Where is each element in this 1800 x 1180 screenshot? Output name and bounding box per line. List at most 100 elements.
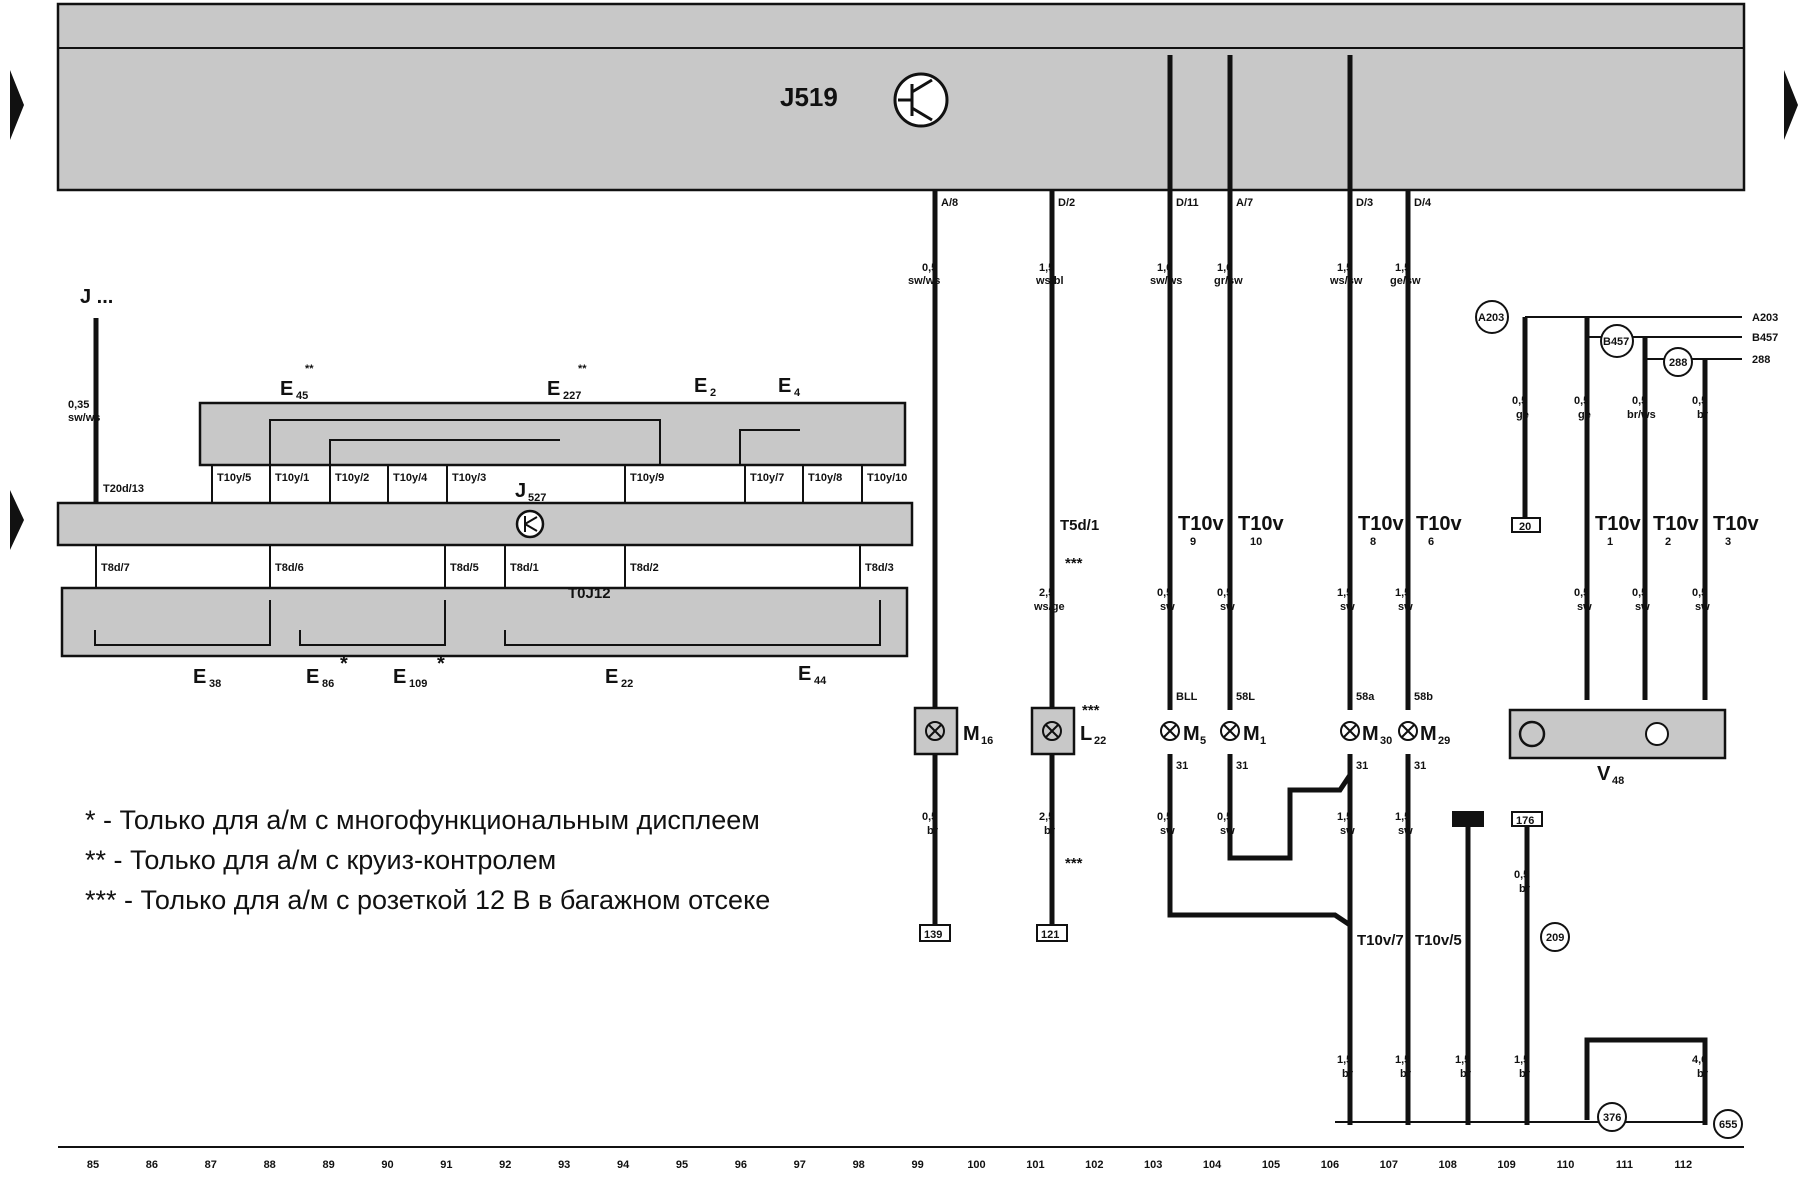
ground-bus: A203 B457 288 A203 B457 288 xyxy=(1475,300,1778,700)
svg-text:86: 86 xyxy=(322,678,334,690)
svg-text:ge: ge xyxy=(1516,409,1529,421)
svg-text:E: E xyxy=(605,666,618,688)
svg-text:sw: sw xyxy=(1398,601,1413,613)
svg-text:2,5: 2,5 xyxy=(1039,811,1054,823)
svg-text:br: br xyxy=(1519,1068,1531,1080)
svg-text:sw/ws: sw/ws xyxy=(1150,275,1182,287)
path-number: 95 xyxy=(676,1159,688,1171)
svg-text:44: 44 xyxy=(814,675,827,687)
svg-text:T10v: T10v xyxy=(1416,513,1462,535)
mid-wire-labels: 2,5 ws/ge 0,5 sw 0,5 sw 1,5 sw 1,5 sw 0,… xyxy=(1033,587,1710,613)
path-number: 92 xyxy=(499,1159,511,1171)
svg-text:1,5: 1,5 xyxy=(1395,811,1410,823)
svg-text:B457: B457 xyxy=(1603,336,1629,348)
lower-connectors: T10v/7 T10v/5 xyxy=(1357,932,1462,949)
svg-text:0,5: 0,5 xyxy=(1512,395,1527,407)
svg-text:sw: sw xyxy=(1340,825,1355,837)
svg-text:br/ws: br/ws xyxy=(1627,409,1656,421)
svg-text:T10v: T10v xyxy=(1358,513,1404,535)
path-number: 103 xyxy=(1144,1159,1162,1171)
svg-text:A/8: A/8 xyxy=(941,197,958,209)
inner-connector-label: T0J12 xyxy=(568,585,611,602)
svg-text:1,0: 1,0 xyxy=(1217,262,1232,274)
lower-wire-labels: 0,5 br 2,5 br 0,5 sw 0,5 sw 1,5 sw 1,5 s… xyxy=(922,811,1531,895)
svg-text:4: 4 xyxy=(794,387,801,399)
path-number: 109 xyxy=(1497,1159,1515,1171)
svg-text:58b: 58b xyxy=(1414,691,1433,703)
svg-text:T8d/3: T8d/3 xyxy=(865,562,894,574)
svg-text:br: br xyxy=(1044,825,1056,837)
svg-text:1,5: 1,5 xyxy=(1337,811,1352,823)
bottom-boxes: 139 121 176 xyxy=(919,811,1543,942)
svg-text:1,5: 1,5 xyxy=(1395,587,1410,599)
svg-text:31: 31 xyxy=(1356,760,1368,772)
svg-text:0,5: 0,5 xyxy=(1217,587,1232,599)
svg-text:T10y/9: T10y/9 xyxy=(630,472,664,484)
path-number: 107 xyxy=(1380,1159,1398,1171)
svg-text:br: br xyxy=(1400,1068,1412,1080)
lamps-m5-m1-m30-m29: M 5 M 1 M 30 M 29 BLL 58L 58a 58b 31 31 … xyxy=(1160,691,1450,772)
svg-text:A203: A203 xyxy=(1478,312,1504,324)
svg-text:E: E xyxy=(547,378,560,400)
path-number: 89 xyxy=(322,1159,334,1171)
svg-text:0,5: 0,5 xyxy=(922,811,937,823)
svg-text:ws/bl: ws/bl xyxy=(1035,275,1064,287)
svg-text:T5d/1: T5d/1 xyxy=(1060,517,1099,534)
svg-text:58a: 58a xyxy=(1356,691,1375,703)
svg-text:227: 227 xyxy=(563,390,581,402)
svg-text:T10v/5: T10v/5 xyxy=(1415,932,1462,949)
svg-text:sw: sw xyxy=(1220,825,1235,837)
j519-wires xyxy=(932,55,1411,710)
svg-text:288: 288 xyxy=(1669,357,1687,369)
path-number: 105 xyxy=(1262,1159,1280,1171)
svg-text:T10y/1: T10y/1 xyxy=(275,472,309,484)
path-number: 86 xyxy=(146,1159,158,1171)
path-number: 100 xyxy=(967,1159,985,1171)
svg-text:1,5: 1,5 xyxy=(1455,1054,1470,1066)
svg-text:31: 31 xyxy=(1414,760,1426,772)
path-number: 111 xyxy=(1616,1159,1633,1171)
path-number: 110 xyxy=(1557,1159,1575,1171)
svg-text:209: 209 xyxy=(1546,932,1564,944)
svg-text:E: E xyxy=(393,666,406,688)
svg-text:br: br xyxy=(1519,883,1531,895)
svg-text:sw: sw xyxy=(1160,601,1175,613)
svg-text:T10y/4: T10y/4 xyxy=(393,472,428,484)
svg-text:0,5: 0,5 xyxy=(1692,587,1707,599)
svg-text:sw: sw xyxy=(1220,601,1235,613)
svg-text:T10y/2: T10y/2 xyxy=(335,472,369,484)
footnote-double: ** - Только для а/м с круиз-контролем xyxy=(85,845,557,875)
svg-text:T8d/7: T8d/7 xyxy=(101,562,130,574)
svg-text:1,5: 1,5 xyxy=(1395,1054,1410,1066)
svg-text:br: br xyxy=(1342,1068,1354,1080)
svg-text:0,5: 0,5 xyxy=(1632,587,1647,599)
footnote-single: * - Только для а/м с многофункциональным… xyxy=(85,805,760,835)
svg-text:1,0: 1,0 xyxy=(1157,262,1172,274)
svg-text:ge/sw: ge/sw xyxy=(1390,275,1421,287)
steering-switch-block-bottom: T0J12 xyxy=(60,585,909,658)
svg-text:br: br xyxy=(1460,1068,1472,1080)
left-arrow-top-icon xyxy=(10,70,24,140)
svg-text:176: 176 xyxy=(1516,815,1534,827)
svg-text:***: *** xyxy=(1065,855,1083,872)
lower-wires xyxy=(932,754,1708,1125)
svg-text:T8d/2: T8d/2 xyxy=(630,562,659,574)
svg-text:T10y/10: T10y/10 xyxy=(867,472,907,484)
relay-wire-size: 0,35 xyxy=(68,399,89,411)
bottom-ground-points: 209 376 655 xyxy=(1540,922,1743,1139)
svg-text:BLL: BLL xyxy=(1176,691,1198,703)
path-number: 97 xyxy=(794,1159,806,1171)
path-number: 93 xyxy=(558,1159,570,1171)
svg-text:br: br xyxy=(1697,1068,1709,1080)
svg-text:M: M xyxy=(963,723,980,745)
svg-text:T10y/5: T10y/5 xyxy=(217,472,251,484)
svg-text:sw: sw xyxy=(1340,601,1355,613)
svg-text:0,5: 0,5 xyxy=(1574,395,1589,407)
box-20: 20 xyxy=(1519,521,1531,533)
svg-text:16: 16 xyxy=(981,735,993,747)
footnote-triple: *** - Только для а/м с розеткой 12 В в б… xyxy=(85,885,771,915)
svg-text:**: ** xyxy=(578,363,587,375)
svg-text:9: 9 xyxy=(1190,536,1196,548)
svg-text:1,5: 1,5 xyxy=(1039,262,1054,274)
svg-text:0,5: 0,5 xyxy=(1514,869,1529,881)
